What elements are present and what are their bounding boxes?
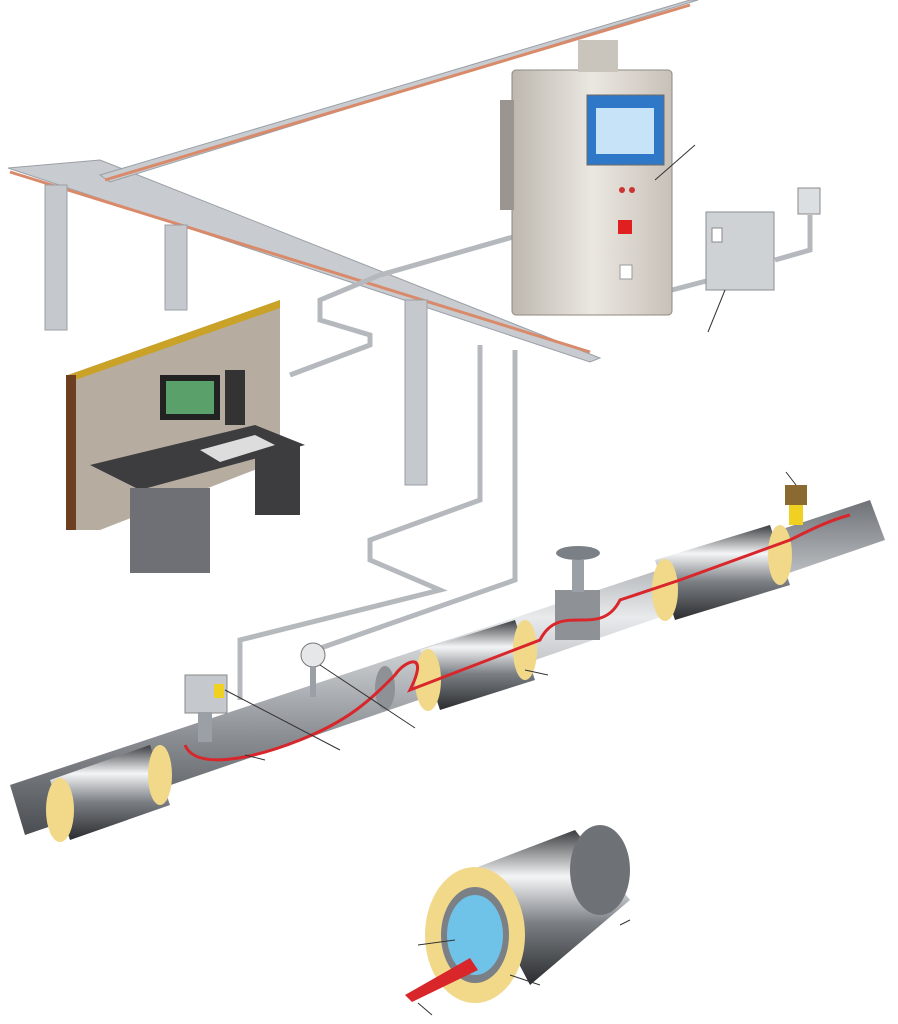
junction-box-sensor xyxy=(184,674,228,742)
thermostat-sensor xyxy=(300,642,326,697)
insulation-segment xyxy=(652,525,792,621)
insulation-segment xyxy=(46,745,172,842)
panel-red-button xyxy=(618,220,632,234)
fluid xyxy=(447,895,503,975)
leader-line xyxy=(654,144,696,181)
power-box xyxy=(705,187,821,291)
control-panel xyxy=(500,40,673,316)
heating-cable-end xyxy=(405,958,478,1002)
heating-cable xyxy=(183,513,851,762)
tray-supports xyxy=(44,184,428,486)
pipe-cutaway-detail xyxy=(405,825,631,1016)
cable-tray xyxy=(7,0,699,363)
conduits xyxy=(237,215,813,700)
desk-drawers xyxy=(130,488,210,573)
leader-lines xyxy=(224,471,797,761)
leader-line xyxy=(707,289,726,333)
workstation xyxy=(66,300,305,573)
valve xyxy=(375,546,600,710)
end-seal-sensor xyxy=(785,485,807,525)
process-pipe xyxy=(10,485,885,842)
